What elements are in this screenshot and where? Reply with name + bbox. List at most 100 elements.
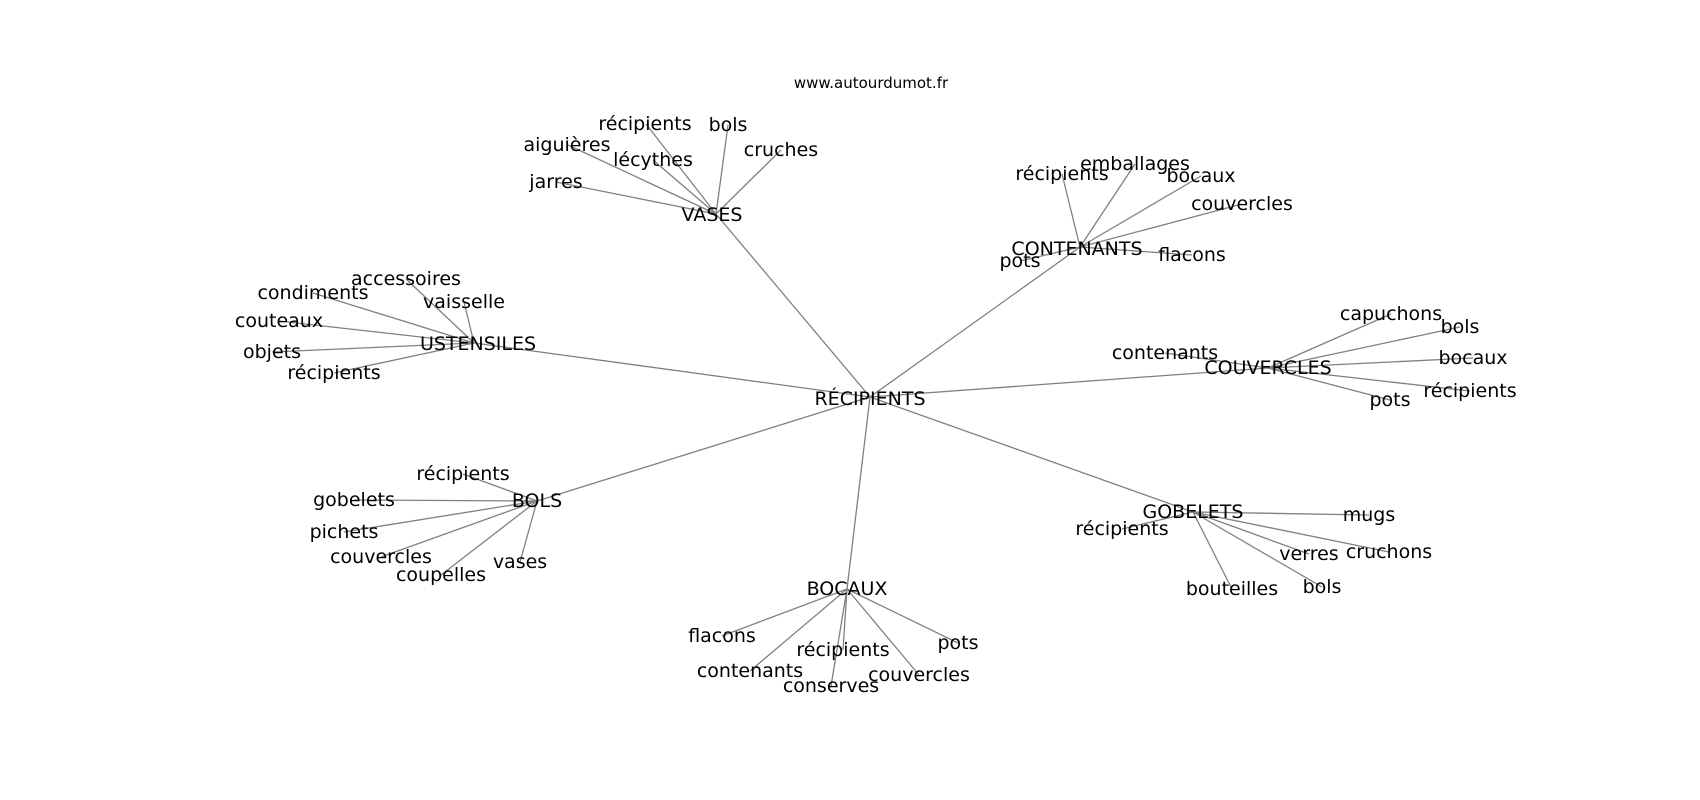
hub-node-gobelets: GOBELETS [1143,501,1244,523]
leaf-node-couvercles-pots: pots [1369,389,1410,411]
edge-couvercles-contenants [1164,352,1269,369]
edge-bocaux-couvercles [846,588,920,676]
leaf-node-contenants-bocaux: bocaux [1166,165,1235,187]
edge-bols-vases [519,500,538,563]
edge-bocaux-flacons [721,588,848,637]
edge-gobelets-recipients [1121,511,1194,530]
edge-root-couvercles [869,367,1269,398]
leaf-node-vases-recipients: récipients [598,113,691,135]
leaf-node-ustensiles-recipients: récipients [287,362,380,384]
leaf-node-contenants-couvercles: couvercles [1191,193,1293,215]
hub-node-bols: BOLS [512,490,562,512]
leaf-node-couvercles-capuchons: capuchons [1340,303,1442,325]
leaf-node-gobelets-bols: bols [1303,576,1342,598]
leaf-node-vases-jarres: jarres [528,171,582,193]
edge-bols-gobelets [353,499,538,502]
edge-bocaux-conserves [830,588,848,687]
leaf-node-couvercles-bocaux: bocaux [1438,347,1507,369]
leaf-node-ustensiles-condiments: condiments [257,282,368,304]
edge-couvercles-bocaux [1267,357,1474,369]
hub-node-bocaux: BOCAUX [807,578,888,600]
hub-node-ustensiles: USTENSILES [420,333,536,355]
leaf-node-couvercles-bols: bols [1441,316,1480,338]
leaf-node-couvercles-recipients: récipients [1423,380,1516,402]
edge-contenants-recipients [1061,173,1081,248]
edge-root-bols [536,396,871,502]
edge-vases-jarres [555,181,717,215]
leaf-node-vases-aiguieres: aiguières [524,134,611,156]
leaf-node-contenants-emballages: emballages [1080,153,1190,175]
leaf-node-bols-vases: vases [493,551,547,573]
leaf-node-contenants-recipients: récipients [1015,163,1108,185]
hub-node-couvercles: COUVERCLES [1204,357,1331,379]
leaf-node-vases-bols: bols [709,114,748,136]
edge-root-bocaux [846,396,871,590]
leaf-node-gobelets-mugs: mugs [1343,504,1396,526]
edge-bocaux-recipients [842,588,848,651]
edge-contenants-couvercles [1079,203,1243,248]
leaf-node-bocaux-flacons: flacons [688,625,756,647]
leaf-node-gobelets-verres: verres [1279,543,1338,565]
edge-gobelets-mugs [1192,511,1370,516]
edge-gobelets-bols [1192,511,1323,588]
leaf-node-ustensiles-accessoires: accessoires [351,268,461,290]
edge-root-vases [715,213,871,398]
source-label: www.autourdumot.fr [794,74,949,92]
labels: RÉCIPIENTS VASES récipients bols aiguièreslé… [235,113,1517,697]
edge-vases-cruches [715,149,782,215]
leaf-node-contenants-pots: pots [999,250,1040,272]
leaf-node-bols-gobelets: gobelets [313,489,395,511]
edge-ustensiles-objets [271,342,475,353]
edge-vases-bols [715,124,729,215]
leaf-node-gobelets-recipients: récipients [1075,518,1168,540]
leaf-node-ustensiles-couteaux: couteaux [235,310,323,332]
edge-couvercles-capuchons [1267,313,1392,369]
edge-ustensiles-accessoires [405,278,475,344]
edge-gobelets-verres [1192,511,1310,555]
leaf-node-bocaux-couvercles: couvercles [868,664,970,686]
edge-root-contenants [869,246,1081,398]
leaf-node-ustensiles-vaisselle: vaisselle [423,291,505,313]
edge-ustensiles-couteaux [278,320,475,344]
edge-contenants-flacons [1079,246,1193,256]
edge-gobelets-bouteilles [1192,511,1233,590]
edge-couvercles-bols [1267,326,1461,369]
edge-contenants-bocaux [1079,175,1202,248]
root-node: RÉCIPIENTS [814,387,925,410]
edge-root-ustensiles [473,342,871,398]
leaf-node-bols-recipients: récipients [416,463,509,485]
leaf-node-bocaux-contenants: contenants [697,660,803,682]
edge-couvercles-pots [1267,367,1391,401]
edge-contenants-emballages [1079,163,1136,248]
hub-node-contenants: CONTENANTS [1011,238,1142,260]
edge-bols-recipients [462,473,538,502]
leaf-node-gobelets-cruchons: cruchons [1346,541,1432,563]
leaf-node-bocaux-pots: pots [937,632,978,654]
leaf-node-vases-cruches: cruches [744,139,818,161]
leaf-node-bols-coupelles: coupelles [396,564,486,586]
edge-root-gobelets [869,396,1194,513]
edge-vases-recipients [645,123,717,215]
leaf-node-ustensiles-objets: objets [243,341,301,363]
edge-couvercles-recipients [1267,367,1471,392]
edge-ustensiles-recipients [333,342,475,374]
leaf-node-bols-pichets: pichets [310,521,379,543]
edge-ustensiles-condiments [312,292,475,344]
leaf-node-vases-lecythes: lécythes [613,149,693,171]
hub-node-vases: VASES [682,204,743,226]
edge-bocaux-pots [846,588,959,644]
edge-vases-lecythes [652,159,717,215]
edge-bols-coupelles [440,500,538,576]
leaf-node-couvercles-contenants: contenants [1112,342,1218,364]
edge-gobelets-cruchons [1192,511,1390,553]
edge-vases-aiguieres [567,144,717,215]
leaf-node-bols-couvercles: couvercles [330,546,432,568]
leaf-node-gobelets-bouteilles: bouteilles [1186,578,1278,600]
leaf-node-bocaux-conserves: conserves [783,675,879,697]
edges [271,123,1474,687]
leaf-node-contenants-flacons: flacons [1158,244,1226,266]
edge-bols-pichets [343,500,538,533]
edge-contenants-pots [1019,246,1081,262]
edge-bocaux-contenants [749,588,848,672]
